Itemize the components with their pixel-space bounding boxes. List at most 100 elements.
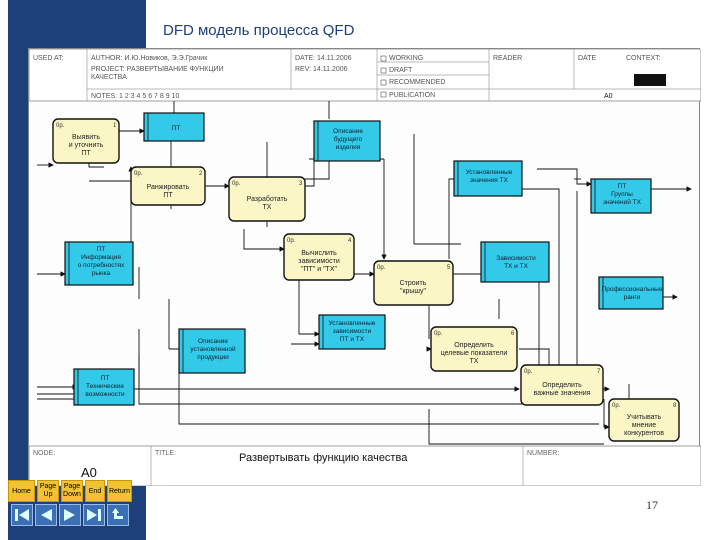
svg-text:Установленные: Установленные xyxy=(329,320,376,327)
svg-text:Разработать: Разработать xyxy=(247,195,288,203)
svg-text:0p.: 0p. xyxy=(524,369,533,375)
svg-text:Учитывать: Учитывать xyxy=(627,414,662,421)
svg-text:зависимости: зависимости xyxy=(298,258,340,265)
header-project-cont: КАЧЕСТВА xyxy=(91,74,127,81)
sidebar-edge xyxy=(0,0,8,540)
svg-text:6: 6 xyxy=(511,331,515,337)
return-icon[interactable] xyxy=(107,504,129,526)
header-notes: NOTES: 1 2 3 4 5 6 7 8 9 10 xyxy=(91,93,179,100)
svg-text:Описание: Описание xyxy=(198,338,228,345)
svg-text:0p.: 0p. xyxy=(232,181,241,187)
svg-text:изделия: изделия xyxy=(336,144,361,151)
header-publication: PUBLICATION xyxy=(389,92,435,99)
svg-text:установленной: установленной xyxy=(190,345,236,353)
end-button[interactable]: End xyxy=(85,480,105,502)
svg-text:Определить: Определить xyxy=(542,382,582,389)
footer-title-label: TITLE: xyxy=(155,450,176,457)
home-button[interactable]: Home xyxy=(8,480,35,502)
slide-page-number: 17 xyxy=(646,498,658,512)
header-used-at: USED AT: xyxy=(33,55,64,62)
svg-text:значения ТХ: значения ТХ xyxy=(470,177,509,184)
svg-text:ПТ: ПТ xyxy=(97,246,106,253)
footer-number-label: NUMBER: xyxy=(527,450,559,457)
header-working: WORKING xyxy=(389,55,423,62)
svg-text:Вычислить: Вычислить xyxy=(301,250,337,257)
slide-navigation: Home Page Up Page Down End Return xyxy=(8,480,132,532)
svg-text:конкурентов: конкурентов xyxy=(624,430,664,437)
svg-text:ТХ: ТХ xyxy=(263,204,272,211)
header-reader: READER xyxy=(493,55,522,62)
svg-text:Установленные: Установленные xyxy=(466,169,513,176)
external-entity: Описание будущего изделия xyxy=(313,120,381,162)
svg-text:ПТ и ТХ: ПТ и ТХ xyxy=(340,336,365,343)
svg-text:о потребностях: о потребностях xyxy=(78,261,125,269)
process-box: 0p. 6 Определить целевые показатели ТХ xyxy=(430,326,518,372)
svg-text:3: 3 xyxy=(299,181,303,187)
external-entity: Профессиональные ранги xyxy=(598,276,664,310)
footer-node-value: A0 xyxy=(81,465,97,480)
page-up-button[interactable]: Page Up xyxy=(37,480,59,502)
svg-text:Ранжировать: Ранжировать xyxy=(147,184,190,191)
svg-text:мнение: мнение xyxy=(632,422,656,429)
last-page-icon[interactable] xyxy=(83,504,105,526)
external-entity: Зависимости ТХ и ТХ xyxy=(480,241,550,283)
svg-text:1: 1 xyxy=(113,123,117,129)
page-down-button[interactable]: Page Down xyxy=(61,480,83,502)
process-box: 0p. 7 Определить важные значения xyxy=(520,364,604,406)
return-button[interactable]: Return xyxy=(107,480,132,502)
process-box: 0p. 8 Учитывать мнение конкурентов xyxy=(608,398,680,442)
svg-text:0p.: 0p. xyxy=(434,331,443,337)
process-box: 0p. 3 Разработать ТХ xyxy=(228,176,306,222)
svg-text:0p.: 0p. xyxy=(134,171,143,177)
header-author: AUTHOR: И.Ю.Новиков, Э.Э.Грачик xyxy=(91,55,208,62)
svg-text:ТХ: ТХ xyxy=(470,358,479,365)
next-page-icon[interactable] xyxy=(59,504,81,526)
svg-text:и уточнить: и уточнить xyxy=(69,142,104,149)
svg-text:ПТ: ПТ xyxy=(101,375,110,382)
process-box: 0p. 5 Строить "крышу" xyxy=(373,260,454,306)
previous-page-icon[interactable] xyxy=(35,504,57,526)
process-box: 0p. 2 Ранжировать ПТ xyxy=(130,166,206,206)
svg-text:целевые показатели: целевые показатели xyxy=(441,350,508,357)
svg-text:0p.: 0p. xyxy=(612,403,621,409)
header-context-node: A0 xyxy=(604,93,613,100)
svg-text:4: 4 xyxy=(348,238,352,244)
external-entity: ПТ xyxy=(143,112,205,142)
header-project: PROJECT: РАЗВЕРТЫВАНИЕ ФУНКЦИИ xyxy=(91,66,224,73)
svg-text:Технические: Технические xyxy=(86,383,124,390)
svg-text:продукции: продукции xyxy=(197,354,229,361)
footer-node-label: NODE: xyxy=(33,450,55,457)
svg-text:8: 8 xyxy=(673,403,677,409)
svg-text:возможности: возможности xyxy=(85,391,125,398)
svg-text:ТХ и ТХ: ТХ и ТХ xyxy=(504,263,529,270)
svg-text:Описание: Описание xyxy=(333,128,363,135)
idef0-dfd-diagram: USED AT: AUTHOR: И.Ю.Новиков, Э.Э.Грачик… xyxy=(28,48,701,486)
header-date-col: DATE xyxy=(578,55,596,62)
svg-text:ПТ: ПТ xyxy=(618,183,627,190)
header-rev: REV: 14.11.2006 xyxy=(295,66,348,73)
svg-text:2: 2 xyxy=(199,171,203,177)
first-page-icon[interactable] xyxy=(11,504,33,526)
svg-text:7: 7 xyxy=(597,369,601,375)
svg-text:Зависимости: Зависимости xyxy=(496,255,536,262)
svg-text:ранги: ранги xyxy=(624,294,641,301)
header-recommended: RECOMMENDED xyxy=(389,79,445,86)
svg-text:Профессиональные: Профессиональные xyxy=(602,286,663,293)
external-entity: ПТ Информация о потребностях рынка xyxy=(64,241,134,286)
external-entity: ПТ Группы значений ТХ xyxy=(590,178,652,214)
svg-text:0p.: 0p. xyxy=(377,265,386,271)
svg-text:"крышу": "крышу" xyxy=(400,288,427,295)
svg-text:будущего: будущего xyxy=(334,135,363,143)
header-draft: DRAFT xyxy=(389,67,413,74)
svg-text:Группы: Группы xyxy=(611,191,633,198)
svg-text:Выявить: Выявить xyxy=(72,134,100,141)
svg-text:важные значения: важные значения xyxy=(534,390,591,397)
external-entity: Установленные значения ТХ xyxy=(453,160,523,197)
external-entity: Описание установленной продукции xyxy=(178,328,246,374)
svg-text:5: 5 xyxy=(447,265,451,271)
svg-text:Строить: Строить xyxy=(400,280,427,287)
svg-text:0p.: 0p. xyxy=(56,123,65,129)
svg-text:ПТ: ПТ xyxy=(163,192,173,199)
diagram-header: USED AT: AUTHOR: И.Ю.Новиков, Э.Э.Грачик… xyxy=(29,49,701,102)
header-date: DATE: 14.11.2006 xyxy=(295,55,352,62)
